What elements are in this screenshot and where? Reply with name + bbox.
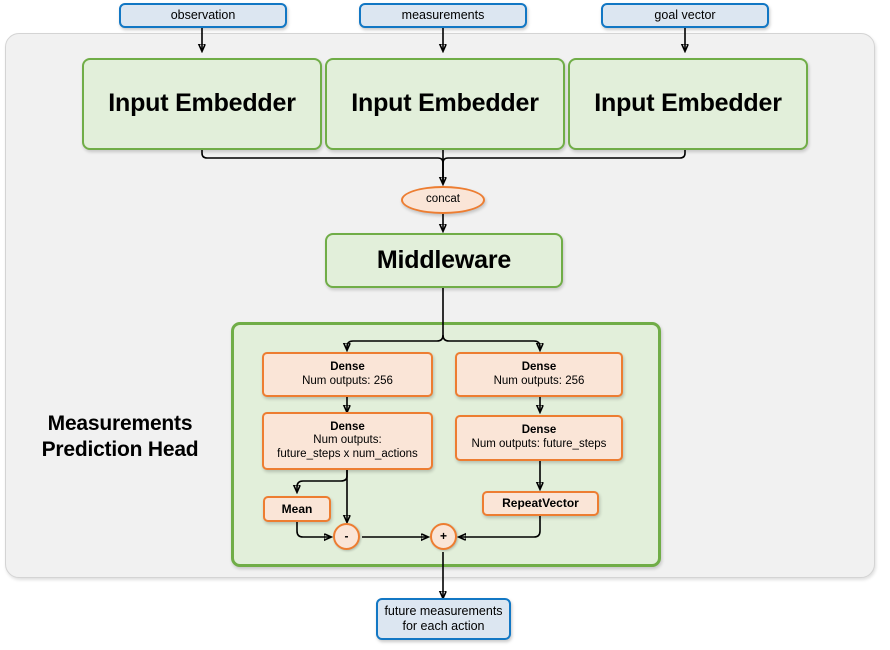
repeat-vector-node[interactable]: RepeatVector	[482, 491, 599, 516]
measurements-prediction-head-title: Measurements Prediction Head	[24, 411, 216, 464]
left-dense-actions-subtitle-line-2: future_steps x num_actions	[277, 447, 418, 460]
left-dense-actions-title: Dense	[330, 420, 365, 433]
concat-node[interactable]: concat	[401, 186, 485, 214]
input-box-measurements[interactable]: measurements	[359, 3, 527, 28]
right-dense-256-title: Dense	[521, 360, 557, 373]
input-embedder-measurements[interactable]: Input Embedder	[325, 58, 565, 150]
mean-label: Mean	[281, 501, 313, 516]
middleware-label: Middleware	[376, 245, 512, 274]
input-embedder-observation[interactable]: Input Embedder	[82, 58, 322, 150]
right-dense-256-subtitle: Num outputs: 256	[493, 374, 585, 387]
left-dense-256-title: Dense	[330, 360, 365, 373]
left-dense-256[interactable]: Dense Num outputs: 256	[262, 352, 433, 397]
head-title-line-2: Prediction Head	[41, 438, 199, 462]
subtract-operator-symbol: -	[344, 529, 349, 544]
left-dense-256-subtitle: Num outputs: 256	[302, 374, 393, 387]
mean-node[interactable]: Mean	[263, 496, 331, 522]
head-title-line-1: Measurements	[47, 412, 193, 435]
repeat-vector-label: RepeatVector	[502, 496, 579, 511]
input-box-goal-vector[interactable]: goal vector	[601, 3, 769, 28]
left-dense-actions-subtitle-line-1: Num outputs:	[313, 434, 382, 447]
subtract-operator[interactable]: -	[333, 523, 360, 550]
right-dense-256[interactable]: Dense Num outputs: 256	[455, 352, 623, 397]
input-embedder-measurements-label: Input Embedder	[351, 89, 539, 118]
output-box-line-2: for each action	[402, 619, 485, 633]
input-box-measurements-label: measurements	[401, 8, 485, 23]
input-box-observation-label: observation	[170, 8, 236, 23]
add-operator[interactable]: +	[430, 523, 457, 550]
add-operator-symbol: +	[439, 529, 447, 544]
output-box-line-1: future measurements	[384, 604, 503, 619]
input-embedder-observation-label: Input Embedder	[108, 89, 296, 118]
input-embedder-goal-vector[interactable]: Input Embedder	[568, 58, 808, 150]
middleware-node[interactable]: Middleware	[325, 233, 563, 288]
left-dense-future-steps-num-actions[interactable]: Dense Num outputs: future_steps x num_ac…	[262, 412, 433, 470]
output-box-future-measurements[interactable]: future measurements for each action	[376, 598, 511, 640]
right-dense-future-steps-subtitle: Num outputs: future_steps	[471, 438, 607, 450]
right-dense-future-steps-title: Dense	[521, 424, 557, 437]
input-embedder-goal-vector-label: Input Embedder	[594, 89, 782, 118]
input-box-goal-vector-label: goal vector	[654, 8, 716, 23]
input-box-observation[interactable]: observation	[119, 3, 287, 28]
concat-label: concat	[426, 193, 460, 206]
right-dense-future-steps[interactable]: Dense Num outputs: future_steps	[455, 415, 623, 461]
